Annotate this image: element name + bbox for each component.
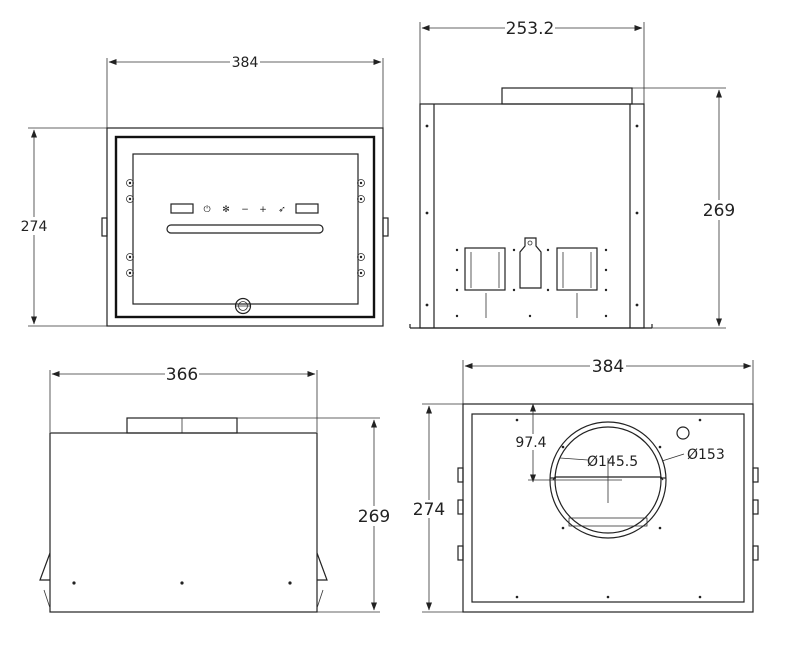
fan-icon: ✻ [222,205,230,215]
side-view: 253.2 269 [409,19,736,329]
side-housing [419,103,645,329]
back-holes [72,581,292,585]
back-view: 366 269 [39,365,391,613]
outer-diameter-dim: Ø153 [687,447,725,463]
plus-icon: + [259,205,267,215]
display-right [295,203,319,214]
offset-dim: 97.4 [515,435,546,451]
front-view: 384 274 ⏻ ✻ − + [18,54,389,327]
frame-holes [515,418,702,599]
front-width-dim: 384 [232,55,259,71]
power-icon: ⏻ [203,204,210,215]
front-housing [106,127,384,327]
control-panel [132,153,359,305]
side-height-dim: 269 [703,201,735,221]
minus-icon: − [241,205,249,215]
knob-icon [234,297,252,315]
top-housing [462,403,754,613]
screw-icon [126,179,365,277]
inner-diameter-dim: Ø145.5 [587,454,638,470]
back-height-dim: 269 [358,507,390,527]
top-inner-frame [471,413,745,603]
side-width-dim: 253.2 [506,19,555,39]
side-collar [501,87,633,105]
wing-right [316,552,328,581]
light-bar [166,224,324,234]
bracket-holes [455,248,608,318]
back-housing [49,432,318,613]
wing-left [39,552,51,581]
display-left [170,203,194,214]
rail-holes [425,124,639,307]
service-hole [676,426,690,440]
front-height-dim: 274 [21,219,48,235]
mounting-brackets [464,237,598,318]
side-tab-right [382,217,389,237]
top-height-dim: 274 [413,500,445,520]
front-frame [114,135,376,319]
side-tab-left [101,217,108,237]
top-width-dim: 384 [592,357,624,377]
back-width-dim: 366 [166,365,198,385]
top-view: 384 274 [412,357,759,613]
boost-icon: ➶ [278,205,286,215]
